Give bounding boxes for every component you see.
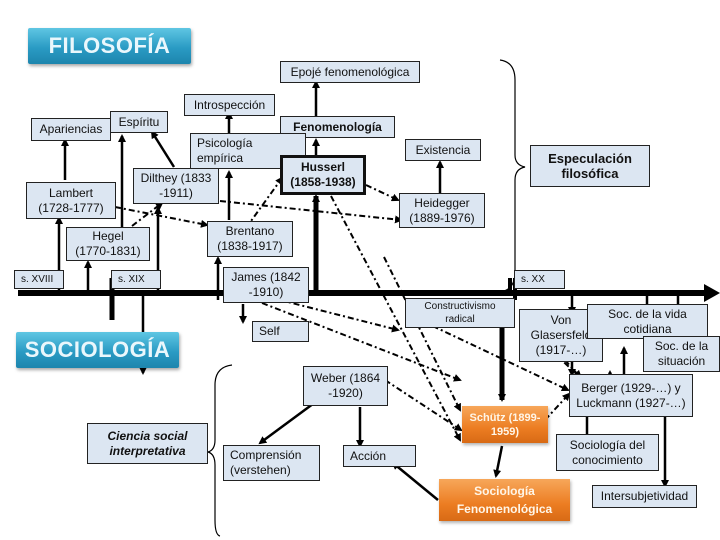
node-fenomenologia: Fenomenología bbox=[280, 116, 395, 138]
timeline-arrowhead bbox=[704, 284, 720, 302]
node-vida-cotidiana: Soc. de la vida cotidiana bbox=[587, 304, 708, 339]
node-soc-fenomenologica: Sociología Fenomenológica bbox=[439, 479, 570, 521]
node-james: James (1842 -1910) bbox=[223, 267, 309, 303]
node-berger: Berger (1929-…) y Luckmann (1927-…) bbox=[569, 374, 693, 417]
node-soc-conocimiento: Sociología del conocimiento bbox=[556, 434, 659, 471]
node-heidegger: Heidegger (1889-1976) bbox=[399, 193, 485, 228]
node-intersubjetividad: Intersubjetividad bbox=[592, 485, 697, 508]
node-schutz: Schütz (1899- 1959) bbox=[462, 406, 548, 443]
node-accion: Acción bbox=[343, 445, 416, 467]
node-weber: Weber (1864 -1920) bbox=[303, 366, 388, 406]
filosofia-banner: FILOSOFÍA bbox=[28, 28, 191, 64]
node-self: Self bbox=[252, 321, 309, 342]
node-husserl: Husserl (1858-1938) bbox=[280, 155, 366, 195]
node-psicologia-empirica: Psicología empírica bbox=[190, 133, 306, 169]
node-lambert: Lambert (1728-1777) bbox=[26, 182, 116, 219]
timeline-label-s19: s. XIX bbox=[111, 270, 161, 289]
brace-filosofia bbox=[499, 59, 526, 293]
timeline-label-s18: s. XVIII bbox=[14, 270, 64, 289]
node-brentano: Brentano (1838-1917) bbox=[207, 221, 293, 257]
timeline-label-s20: s. XX bbox=[514, 270, 565, 289]
node-situacion: Soc. de la situación bbox=[643, 336, 720, 372]
node-existencia: Existencia bbox=[405, 139, 481, 161]
node-apariencias: Apariencias bbox=[31, 118, 111, 141]
node-espiritu: Espíritu bbox=[110, 111, 168, 133]
node-hegel: Hegel (1770-1831) bbox=[66, 227, 150, 261]
node-constructivismo: Constructivismo radical bbox=[405, 298, 515, 328]
node-introspeccion: Introspección bbox=[184, 94, 275, 116]
node-comprension: Comprensión (verstehen) bbox=[223, 445, 320, 481]
node-dilthey: Dilthey (1833 -1911) bbox=[133, 168, 219, 204]
node-ciencia-social: Ciencia social interpretativa bbox=[87, 423, 208, 464]
node-especulacion: Especulación filosófica bbox=[530, 145, 650, 187]
sociologia-banner: SOCIOLOGÍA bbox=[16, 332, 179, 368]
node-epoje: Epojé fenomenológica bbox=[280, 61, 420, 83]
brace-sociologia bbox=[205, 364, 233, 537]
